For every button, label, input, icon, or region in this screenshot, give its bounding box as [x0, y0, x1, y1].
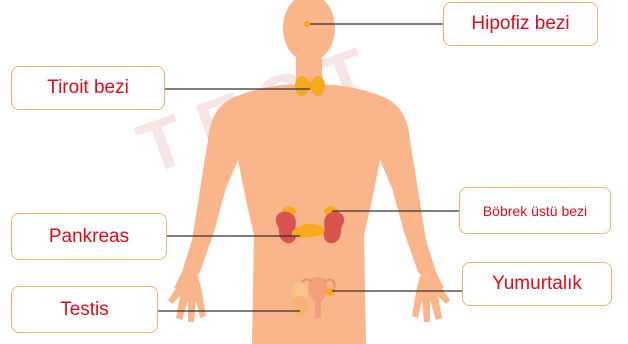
- left-hand: [168, 276, 206, 322]
- label-bobrek-ustu-bezi: Böbrek üstü bezi: [459, 187, 611, 234]
- label-testis-text: Testis: [60, 299, 109, 321]
- label-hipofiz-bezi: Hipofiz bezi: [443, 2, 598, 46]
- label-tiroit-bezi: Tiroit bezi: [11, 66, 165, 110]
- label-bobrek-text: Böbrek üstü bezi: [483, 203, 587, 219]
- pituitary-gland: [304, 21, 310, 27]
- label-pankreas-text: Pankreas: [49, 226, 129, 248]
- ovary: [325, 289, 335, 296]
- label-hipofiz-text: Hipofiz bezi: [471, 13, 569, 35]
- torso: [174, 84, 444, 344]
- right-hand: [412, 276, 450, 322]
- label-testis: Testis: [11, 286, 158, 333]
- body-silhouette: [168, 0, 450, 344]
- label-yumurtalik-text: Yumurtalık: [492, 273, 582, 295]
- label-yumurtalik: Yumurtalık: [462, 262, 612, 306]
- label-pankreas: Pankreas: [11, 213, 167, 260]
- label-tiroit-text: Tiroit bezi: [47, 77, 129, 99]
